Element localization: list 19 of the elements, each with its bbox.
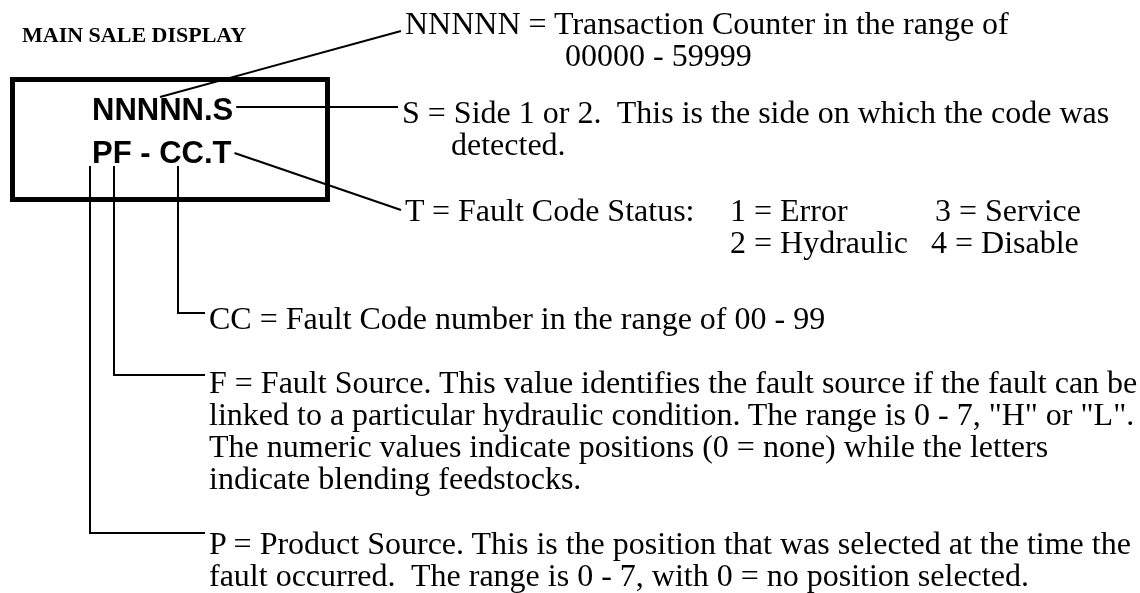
display-readout: PF - CC.T [92,140,232,166]
leader-line [233,152,402,211]
display-readout: NNNNN.S [92,97,234,123]
leader-line [177,165,206,314]
status-entry: 1 = Error [730,194,848,226]
panel-title: MAIN SALE DISPLAY [22,22,247,48]
callout-text: CC = Fault Code number in the range of 00 - 99 [209,302,1009,334]
status-entry: 3 = Service [935,194,1081,226]
leader-line [89,165,206,534]
callout-text: F = Fault Source. This value identifies the fault source if the fault can be linked to a particular hydraulic condition. The range is 0 - 7, "H" or "L". The numeric values indicate positions (0 = none) while the letters indicate blending feedstocks. [209,366,1139,494]
callout-text: T = Fault Code Status: [405,194,695,226]
callout-text: P = Product Source. This is the position that was selected at the time the fault occurred. The range is 0 - 7, with 0 = no position selected. [209,527,1139,591]
status-entry: 2 = Hydraulic [730,226,908,258]
callout-text: NNNNN = Transaction Counter in the range of 00000 - 59999 [405,7,1085,71]
status-entry: 4 = Disable [931,226,1079,258]
leader-line [235,106,399,108]
leader-line [113,165,206,376]
callout-text: S = Side 1 or 2. This is the side on which the code was detected. [402,96,1137,160]
leader-line [159,30,402,98]
